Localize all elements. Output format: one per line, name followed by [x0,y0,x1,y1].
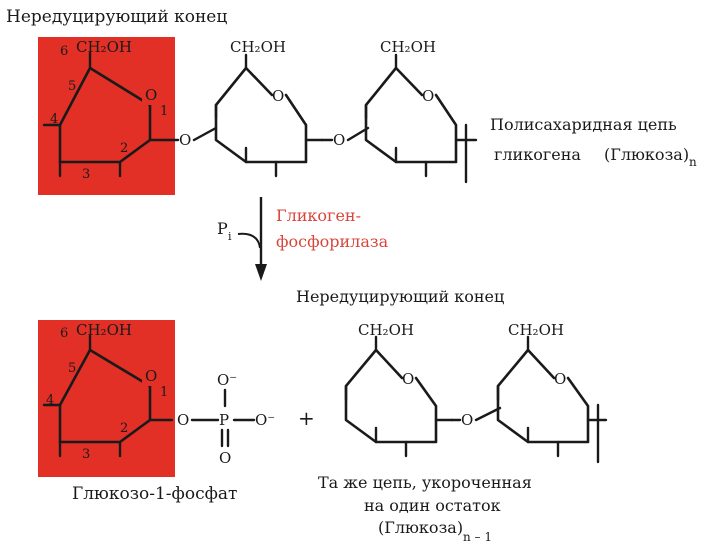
top-ring-2-ch2oh: CH₂OH [230,38,286,56]
bottom-pos-1: 1 [160,385,168,400]
top-ring-3-ch2oh: CH₂OH [380,38,436,56]
reagent-subscript: i [228,230,232,243]
reaction-arrowhead [255,264,267,281]
top-ring-1-o: O [145,86,157,104]
top-pos-1: 1 [160,104,168,119]
top-ring-3: O CH₂OH [364,38,478,184]
bottom-ring-3: O CH₂OH [496,321,608,464]
bottom-ring-2: O CH₂OH [344,321,454,458]
top-pos-3: 3 [82,167,90,182]
phosphate-o-right: O⁻ [255,411,275,429]
top-ring-1-ch2oh: CH₂OH [76,38,132,56]
bottom-pos-2: 2 [120,421,128,436]
bottom-heading: Нередуцирующий конец [296,287,504,306]
remainder-line2: на один остаток [364,496,501,515]
top-ring-2: O CH₂OH [214,38,324,178]
enzyme-line1: Гликоген- [276,206,361,225]
top-ring-2-o: O [272,87,284,105]
bottom-ring-3-ch2oh: CH₂OH [508,321,564,339]
top-pos-6: 6 [60,44,68,59]
bottom-link-o: O [461,411,473,429]
top-chain-subscript: n [689,155,697,169]
bottom-ring-1: CH₂OH O 6 5 4 3 2 1 [42,321,174,462]
remainder-formula: (Глюкоза) [378,518,463,537]
bottom-pos-6: 6 [60,326,68,341]
top-heading: Нередуцирующий конец [6,7,227,27]
plus-sign: + [298,406,315,430]
phosphate-p: P [219,411,229,429]
reagent-label: P [217,219,228,238]
highlight-box-top [38,37,175,195]
top-chain-formula: (Глюкоза) [604,145,689,164]
bottom-ring-2-ch2oh: CH₂OH [358,321,414,339]
product-name: Глюкозо-1-фосфат [72,484,237,504]
top-link-o-1: O [179,131,191,149]
reagent-curve [237,232,261,249]
phosphate-ester-o: O [177,411,189,429]
remainder-line1: Та же цепь, укороченная [318,473,532,492]
bottom-ring-2-o: O [402,370,414,388]
remainder-subscript: n – 1 [463,530,492,544]
bottom-pos-3: 3 [82,447,90,462]
top-ring-3-o: O [422,87,434,105]
top-ring-1: CH₂OH O 6 5 4 3 2 1 [42,38,168,182]
top-pos-5: 5 [68,79,76,94]
bottom-ring-1-o: O [145,367,157,385]
top-pos-4: 4 [50,112,58,127]
bottom-ring-1-ch2oh: CH₂OH [76,321,132,339]
bottom-pos-4: 4 [46,393,54,408]
bottom-pos-5: 5 [68,361,76,376]
top-chain-line2: гликогена [494,145,581,164]
phosphate-o-bottom: O [219,449,231,467]
phosphate-group: O P O⁻ O⁻ O [177,371,275,467]
enzyme-line2: фосфорилаза [276,232,389,251]
highlight-box-bottom [38,320,175,477]
phosphate-o-top: O⁻ [217,371,237,389]
bottom-ring-3-o: O [554,370,566,388]
top-pos-2: 2 [120,141,128,156]
top-link-o-2: O [333,131,345,149]
top-chain-line1: Полисахаридная цепь [490,115,677,134]
